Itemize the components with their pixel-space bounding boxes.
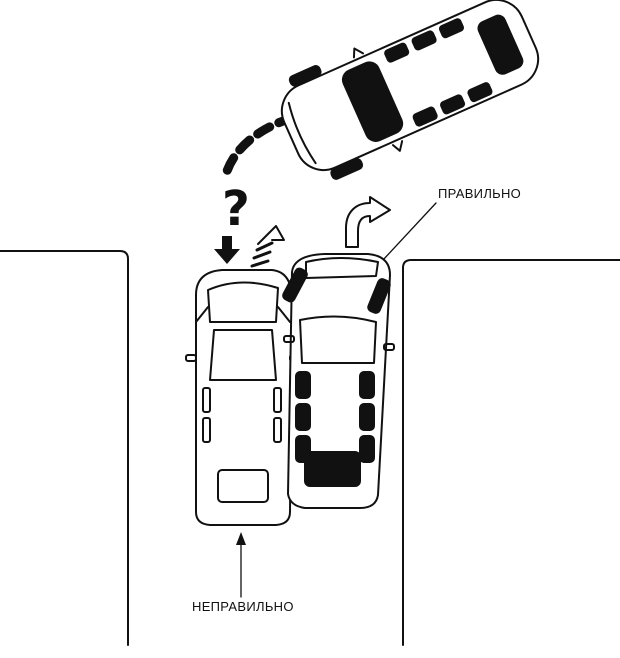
incorrect-car — [185, 269, 301, 526]
correct-car — [282, 253, 395, 509]
curved-turn-arrow-icon — [345, 196, 391, 248]
right-curb — [402, 259, 620, 646]
label-correct: ПРАВИЛЬНО — [438, 186, 522, 201]
approaching-car — [280, 0, 540, 180]
left-curb — [0, 250, 129, 646]
motion-arrow-icon — [250, 225, 285, 268]
pointer-arrowhead — [236, 532, 246, 545]
down-arrow-icon — [214, 236, 240, 264]
trajectory-dashes — [220, 113, 297, 183]
question-mark-icon: ? — [222, 181, 250, 237]
pointer-line-correct — [382, 202, 437, 261]
label-incorrect: НЕПРАВИЛЬНО — [192, 599, 294, 614]
